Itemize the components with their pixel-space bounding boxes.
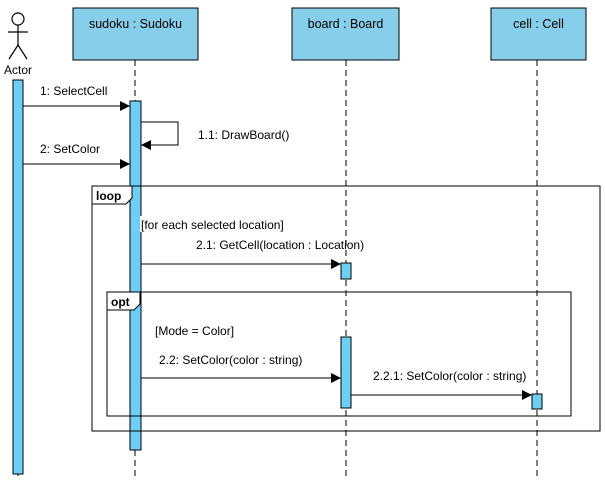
loop-guard: [for each selected location] (141, 218, 284, 232)
opt-fragment: opt [Mode = Color] (106, 291, 572, 417)
message-label-setcolor: 2: SetColor (40, 142, 100, 156)
activation-sudoku (129, 100, 142, 451)
message-label-getcell: 2.1: GetCell(location : Location) (196, 238, 364, 252)
message-label-setcolor-cell: 2.2.1: SetColor(color : string) (373, 369, 526, 383)
lifeline-box-board[interactable] (291, 7, 400, 61)
message-label-selectcell: 1: SelectCell (40, 84, 107, 98)
opt-operator: opt (111, 295, 130, 309)
lifeline-box-cell[interactable] (490, 7, 587, 61)
lifeline-box-sudoku[interactable] (72, 7, 199, 61)
opt-guard: [Mode = Color] (155, 324, 234, 338)
activation-cell-setcolor (531, 393, 543, 410)
lifeline-lines (17, 60, 538, 480)
loop-fragment: loop [for each selected location] (91, 185, 601, 432)
loop-operator: loop (96, 189, 121, 203)
message-arrow-drawboard (141, 121, 179, 150)
activation-actor (12, 79, 24, 475)
message-label-setcolor-board: 2.2: SetColor(color : string) (159, 353, 302, 367)
message-label-drawboard: 1.1: DrawBoard() (198, 128, 289, 142)
actor-name: Actor (4, 63, 32, 77)
activation-board-getcell (340, 262, 352, 280)
lifeline-title-cell: cell : Cell (513, 17, 564, 31)
actor-figure (8, 12, 28, 60)
lifeline-title-sudoku: sudoku : Sudoku (89, 17, 182, 31)
lifeline-title-board: board : Board (308, 17, 384, 31)
activation-board-setcolor (340, 336, 352, 409)
